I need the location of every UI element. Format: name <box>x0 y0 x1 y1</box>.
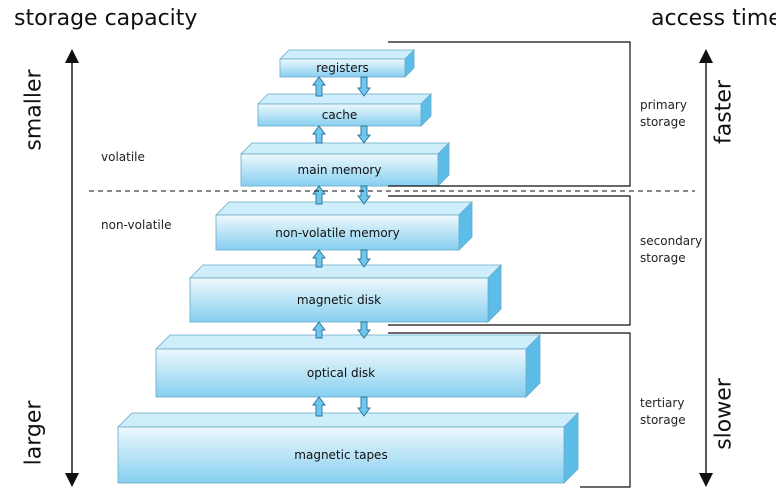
down-arrow-2 <box>357 125 371 144</box>
primary-storage-label: primary storage <box>640 97 687 131</box>
down-arrow-4 <box>357 249 371 268</box>
level-label-main-memory: main memory <box>297 163 382 177</box>
box-front-face <box>189 277 489 323</box>
level-box-optical-disk <box>155 334 541 398</box>
level-label-magnetic-disk: magnetic disk <box>296 293 382 307</box>
storage-capacity-header: storage capacity <box>14 6 198 31</box>
level-box-main-memory <box>240 142 450 187</box>
up-arrow-4 <box>312 249 326 268</box>
box-top-face <box>155 334 541 350</box>
tertiary-storage-label: tertiary storage <box>640 395 686 429</box>
down-arrow-1 <box>357 76 371 97</box>
secondary-storage-bracket <box>388 195 631 326</box>
down-arrow-3 <box>357 185 371 205</box>
transfer-arrows <box>312 76 371 417</box>
faster-label: faster <box>711 80 737 144</box>
level-box-registers <box>279 49 415 78</box>
non-volatile-label: non-volatile <box>101 218 172 232</box>
up-arrow-2 <box>312 125 326 144</box>
level-label-optical-disk: optical disk <box>306 366 376 380</box>
secondary-storage-label: secondary storage <box>640 233 702 267</box>
up-arrow-6 <box>312 396 326 417</box>
level-label-non-volatile-memory: non-volatile memory <box>275 225 400 240</box>
level-box-magnetic-tapes <box>117 412 579 484</box>
level-box-magnetic-disk <box>189 264 502 323</box>
larger-label: larger <box>21 400 47 466</box>
level-box-non-volatile-memory <box>215 201 473 251</box>
box-top-face <box>257 93 432 105</box>
primary-storage-bracket <box>388 41 631 187</box>
box-front-face <box>117 426 565 484</box>
tertiary-storage-line-1: tertiary <box>640 396 685 410</box>
box-top-face <box>117 412 579 428</box>
box-top-face <box>240 142 450 155</box>
smaller-label: smaller <box>21 69 47 151</box>
down-arrow-6 <box>357 396 371 417</box>
primary-storage-line-1: primary <box>640 98 687 112</box>
level-label-magnetic-tapes: magnetic tapes <box>294 448 388 462</box>
secondary-storage-line-2: storage <box>640 251 686 265</box>
tertiary-storage-bracket <box>388 332 631 488</box>
level-label-cache: cache <box>321 108 358 122</box>
access-time-header: access time <box>651 6 776 31</box>
primary-storage-line-2: storage <box>640 115 686 129</box>
down-arrow-5 <box>357 321 371 339</box>
level-box-cache <box>257 93 432 127</box>
box-top-face <box>279 49 415 60</box>
slower-label: slower <box>711 378 737 450</box>
box-front-face <box>155 348 527 398</box>
tertiary-storage-line-2: storage <box>640 413 686 427</box>
level-label-registers: registers <box>316 61 369 75</box>
box-front-face <box>215 214 460 251</box>
storage-level-boxes <box>117 49 579 484</box>
volatile-label: volatile <box>101 150 145 164</box>
secondary-storage-line-1: secondary <box>640 234 703 248</box>
box-top-face <box>189 264 502 279</box>
box-top-face <box>215 201 473 216</box>
up-arrow-1 <box>312 76 326 97</box>
guide-lines <box>65 41 713 488</box>
box-front-face <box>279 58 406 78</box>
up-arrow-5 <box>312 321 326 339</box>
box-front-face <box>240 153 439 187</box>
box-front-face <box>257 103 422 127</box>
up-arrow-3 <box>312 185 326 205</box>
